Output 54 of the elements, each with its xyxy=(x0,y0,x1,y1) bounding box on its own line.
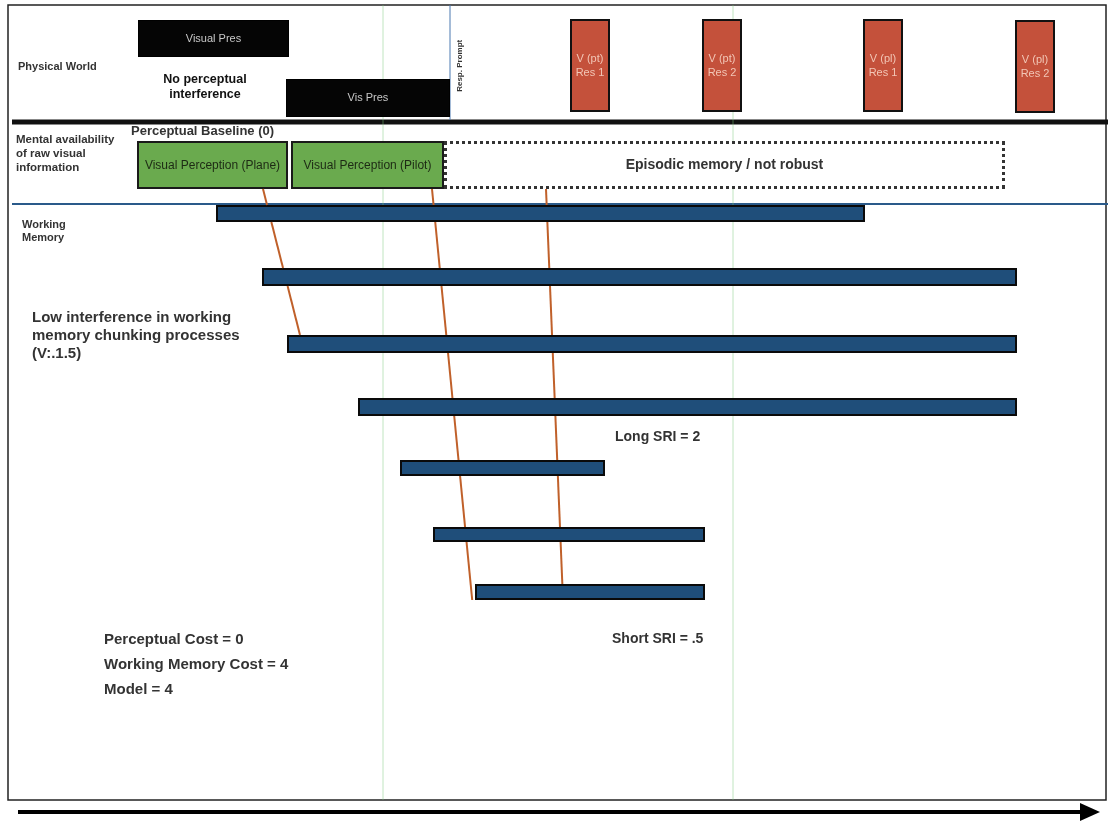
note-text: No perceptual interference xyxy=(162,72,248,102)
note-text: Long SRI = 2 xyxy=(615,428,702,445)
vertical-note: Resp. Prompt xyxy=(455,38,465,94)
note-text: Mental availability of raw visual information xyxy=(16,133,116,175)
connector-line xyxy=(286,285,301,336)
note-text: Perceptual Cost = 0 xyxy=(104,630,245,648)
memory-bar xyxy=(400,460,605,476)
connector-line xyxy=(559,541,564,585)
connector-line xyxy=(431,188,435,206)
box-label: Vis Pres xyxy=(347,91,389,105)
box-label: V (pl) Res 2 xyxy=(1019,52,1051,81)
connector-line xyxy=(459,475,467,528)
presentation-box xyxy=(286,79,450,117)
memory-bar xyxy=(475,584,705,600)
note-text: Short SRI = .5 xyxy=(612,630,705,647)
box-label: Episodic memory / not robust xyxy=(625,156,824,174)
memory-bar xyxy=(262,268,1017,286)
note-text: Physical World xyxy=(18,60,98,74)
note-text: Working Memory xyxy=(22,218,67,245)
presentation-box xyxy=(138,20,289,57)
box-label: Visual Perception (Pilot) xyxy=(303,157,432,173)
memory-bar xyxy=(287,335,1017,353)
response-box xyxy=(863,19,903,112)
perception-box xyxy=(137,141,288,189)
box-label: V (pt) Res 2 xyxy=(706,51,738,80)
connector-line xyxy=(270,221,284,269)
connector-line xyxy=(554,415,559,461)
connector-line xyxy=(546,221,551,269)
connector-line xyxy=(447,352,454,399)
memory-bar xyxy=(433,527,705,542)
connector-line xyxy=(549,285,554,336)
note-text: Low interference in working memory chunking processes (V:.1.5) xyxy=(32,308,241,362)
connector-line xyxy=(262,188,269,206)
box-label: V (pl) Res 1 xyxy=(867,51,899,80)
box-label: V (pt) Res 1 xyxy=(574,51,606,80)
connector-line xyxy=(465,541,474,601)
response-box xyxy=(1015,20,1055,113)
box-label: Visual Pres xyxy=(185,31,242,46)
perception-box xyxy=(291,141,444,189)
connector-line xyxy=(440,285,448,336)
connector-line xyxy=(551,352,556,399)
response-box xyxy=(570,19,610,112)
connector-line xyxy=(556,475,561,528)
connector-line xyxy=(545,188,548,206)
connector-line xyxy=(453,415,460,461)
connector-line xyxy=(434,221,441,269)
memory-region xyxy=(444,141,1005,189)
box-label: Visual Perception (Plane) xyxy=(144,157,281,173)
note-text: Model = 4 xyxy=(104,680,174,698)
memory-bar xyxy=(216,205,865,222)
response-box xyxy=(702,19,742,112)
note-text: Perceptual Baseline (0) xyxy=(131,123,276,139)
note-text: Working Memory Cost = 4 xyxy=(104,655,290,673)
memory-bar xyxy=(358,398,1017,416)
